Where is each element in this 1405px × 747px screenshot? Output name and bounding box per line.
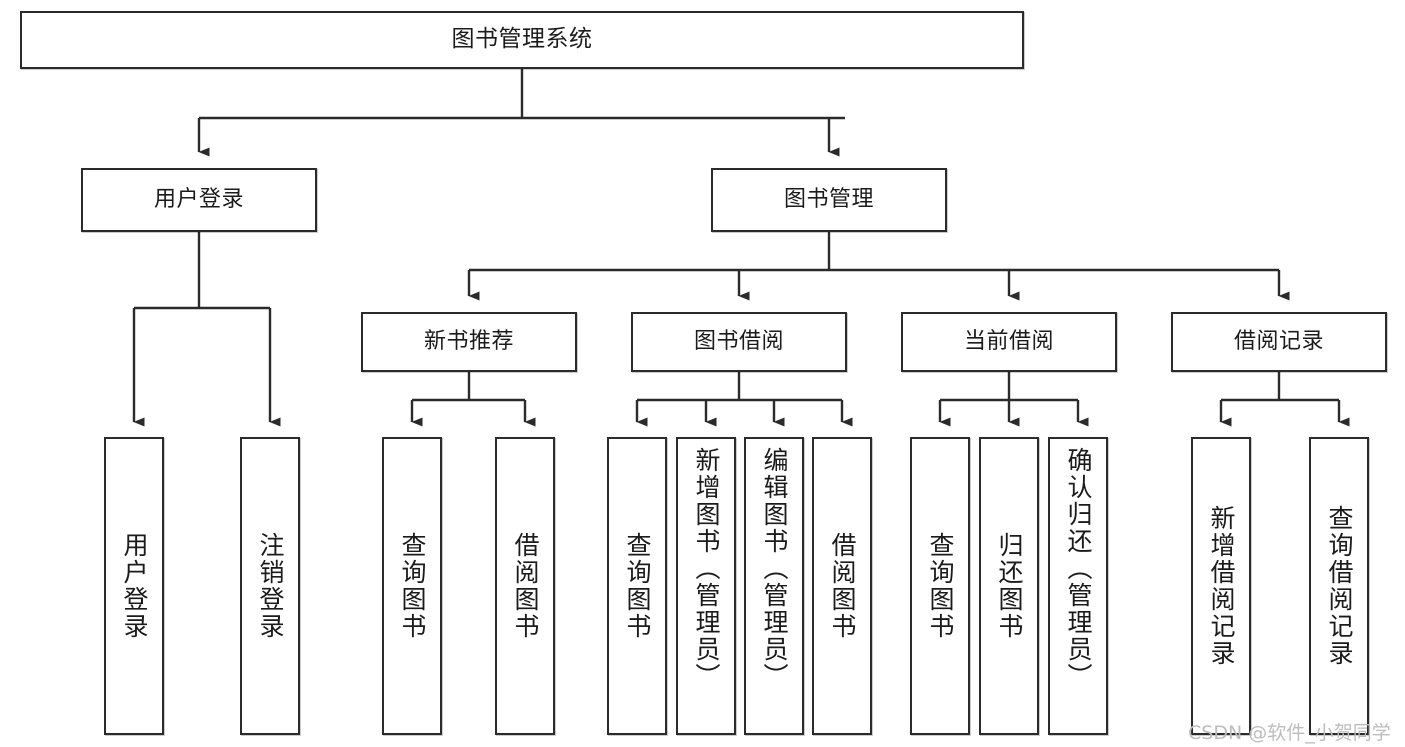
leaf-br-add-book-admin[interactable]: 新增图书（管理员） bbox=[676, 437, 736, 735]
node-root-label: 图书管理系统 bbox=[451, 26, 593, 53]
node-current-borrow-label: 当前借阅 bbox=[963, 328, 1054, 354]
node-borrow-records-label: 借阅记录 bbox=[1233, 328, 1324, 354]
node-borrow-records[interactable]: 借阅记录 bbox=[1171, 312, 1387, 372]
node-book-borrow[interactable]: 图书借阅 bbox=[631, 312, 847, 372]
leaf-nb-borrow-books[interactable]: 借阅图书 bbox=[495, 437, 555, 735]
leaf-user-login-label: 用户登录 bbox=[120, 532, 149, 640]
node-new-book-recommend-label: 新书推荐 bbox=[423, 328, 514, 354]
leaf-br-edit-book-admin-label: 编辑图书（管理员） bbox=[760, 447, 789, 690]
node-new-book-recommend[interactable]: 新书推荐 bbox=[361, 312, 577, 372]
leaf-logout-label: 注销登录 bbox=[256, 532, 285, 640]
leaf-br-query-books-label: 查询图书 bbox=[623, 532, 652, 640]
leaf-rc-add-record-label: 新增借阅记录 bbox=[1207, 505, 1236, 667]
leaf-rc-query-record[interactable]: 查询借阅记录 bbox=[1309, 437, 1369, 735]
leaf-nb-query-books[interactable]: 查询图书 bbox=[382, 437, 442, 735]
node-book-management-label: 图书管理 bbox=[783, 186, 874, 212]
leaf-logout[interactable]: 注销登录 bbox=[240, 437, 300, 735]
node-current-borrow[interactable]: 当前借阅 bbox=[901, 312, 1117, 372]
leaf-cu-confirm-return-admin-label: 确认归还（管理员） bbox=[1064, 447, 1093, 690]
leaf-user-login[interactable]: 用户登录 bbox=[104, 437, 164, 735]
leaf-nb-borrow-books-label: 借阅图书 bbox=[511, 532, 540, 640]
watermark-text: CSDN @软件_小贺同学 bbox=[1188, 722, 1391, 744]
node-user-login-label: 用户登录 bbox=[153, 186, 244, 212]
leaf-cu-return-books-label: 归还图书 bbox=[995, 532, 1024, 640]
leaf-rc-add-record[interactable]: 新增借阅记录 bbox=[1191, 437, 1251, 735]
leaf-cu-query-books[interactable]: 查询图书 bbox=[910, 437, 970, 735]
leaf-rc-query-record-label: 查询借阅记录 bbox=[1325, 505, 1354, 667]
leaf-br-borrow-books-label: 借阅图书 bbox=[828, 532, 857, 640]
leaf-br-query-books[interactable]: 查询图书 bbox=[607, 437, 667, 735]
leaf-br-borrow-books[interactable]: 借阅图书 bbox=[812, 437, 872, 735]
node-user-login[interactable]: 用户登录 bbox=[81, 168, 317, 232]
leaf-nb-query-books-label: 查询图书 bbox=[398, 532, 427, 640]
node-book-borrow-label: 图书借阅 bbox=[693, 328, 784, 354]
node-book-management[interactable]: 图书管理 bbox=[711, 168, 947, 232]
leaf-cu-confirm-return-admin[interactable]: 确认归还（管理员） bbox=[1048, 437, 1108, 735]
leaf-br-add-book-admin-label: 新增图书（管理员） bbox=[692, 447, 721, 690]
leaf-cu-return-books[interactable]: 归还图书 bbox=[979, 437, 1039, 735]
leaf-br-edit-book-admin[interactable]: 编辑图书（管理员） bbox=[744, 437, 804, 735]
leaf-cu-query-books-label: 查询图书 bbox=[926, 532, 955, 640]
node-root[interactable]: 图书管理系统 bbox=[20, 11, 1024, 69]
